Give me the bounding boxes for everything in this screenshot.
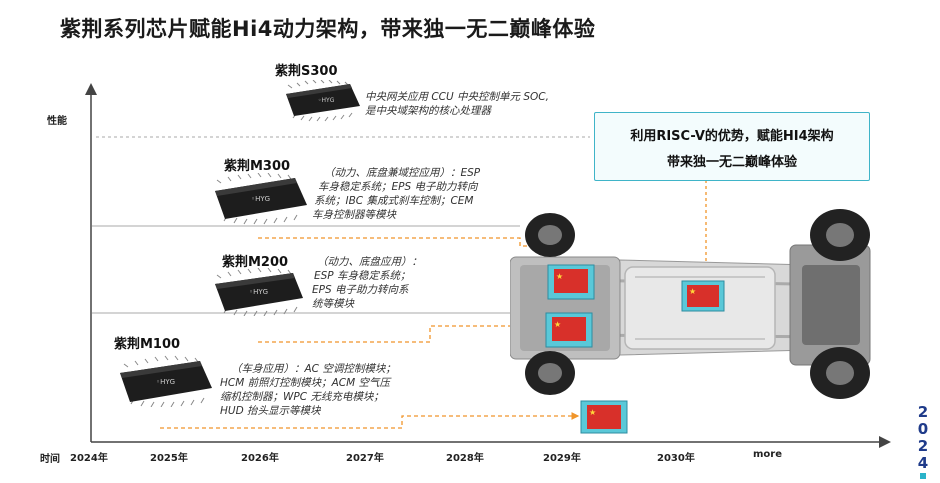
chip-name-m100: 紫荆M100 [114, 337, 181, 352]
callout-line-1: 利用RISC-V的优势，赋能HI4架构 [630, 129, 834, 144]
leader-m200 [258, 322, 550, 343]
chip-icon: ◦HYG [112, 355, 217, 407]
chip-icon: ◦HYG [205, 173, 315, 225]
car-chassis-illustration: ★ ★ ★ [509, 205, 910, 404]
chip-desc-m200-line: ESP 车身稳定系统； [314, 270, 411, 282]
logo-digit: 4 [917, 454, 929, 472]
chip-name-s300: 紫荆S300 [275, 64, 338, 79]
x-tick: more [753, 449, 783, 460]
chip-desc-m200-line: （动力、底盘应用）： [317, 256, 422, 268]
x-tick: 2030年 [657, 453, 695, 464]
svg-text:◦HYG: ◦HYG [251, 195, 270, 203]
year-logo: 2 0 2 4 [913, 404, 933, 472]
chip-desc-m200-line: EPS 电子助力转向系 [312, 284, 409, 296]
leader-m100 [160, 412, 580, 429]
svg-text:★: ★ [556, 272, 563, 281]
chip-overlay-icon: ★ [580, 400, 628, 438]
callout-line-2: 带来独一无二巅峰体验 [666, 155, 797, 170]
chip-desc-m300-line: 车身控制器等模块 [312, 209, 396, 221]
chip-name-m300: 紫荆M300 [224, 159, 291, 174]
chip-desc-m300-line: 车身稳定系统；EPS 电子助力转向 [318, 181, 478, 193]
x-tick: 2029年 [543, 453, 581, 464]
x-tick: 2025年 [150, 453, 188, 464]
chip-desc-m100-line: HUD 抬头显示等模块 [220, 405, 321, 417]
chip-desc-m300-line: （动力、底盘兼域控应用）：ESP [324, 167, 481, 179]
chip-desc-m200-line: 统等模块 [312, 298, 354, 310]
logo-digit: 2 [917, 437, 929, 455]
logo-digit: 0 [917, 420, 929, 438]
chip-desc-s300-line: 是中央域架构的核心处理器 [365, 105, 491, 117]
callout-box: 利用RISC-V的优势，赋能HI4架构 带来独一无二巅峰体验 [594, 112, 870, 181]
chip-desc-m100-line: HCM 前照灯控制模块；ACM 空气压 [220, 377, 391, 389]
chip-desc-m100-line: 缩机控制器；WPC 无线充电模块； [220, 391, 384, 403]
svg-text:◦HYG: ◦HYG [249, 288, 268, 296]
x-tick: 2028年 [446, 453, 484, 464]
page-title: 紫荆系列芯片赋能Hi4动力架构，带来独一无二巅峰体验 [60, 17, 596, 41]
logo-accent-bar [920, 473, 926, 479]
leader-m300 [258, 237, 548, 250]
x-tick: 2024年 [70, 453, 108, 464]
svg-text:★: ★ [554, 320, 561, 329]
chip-desc-m100-line: （车身应用）：AC 空调控制模块； [231, 363, 396, 375]
svg-text:◦HYG: ◦HYG [156, 378, 175, 386]
svg-text:◦HYG: ◦HYG [318, 97, 335, 104]
logo-digit: 2 [917, 403, 929, 421]
chip-desc-m300-line: 系统；IBC 集成式刹车控制；CEM [314, 195, 474, 207]
chip-icon: ◦HYG [205, 268, 310, 316]
x-tick: 2026年 [241, 453, 279, 464]
x-tick: 2027年 [346, 453, 384, 464]
svg-text:★: ★ [689, 287, 696, 296]
chip-name-m200: 紫荆M200 [222, 255, 289, 270]
chip-desc-s300-line: 中央网关应用 CCU 中央控制单元 SOC, [365, 91, 549, 103]
svg-text:★: ★ [589, 408, 596, 417]
y-axis-label: 性能 [47, 116, 67, 127]
chip-icon: ◦HYG [278, 80, 366, 122]
x-axis-label: 时间 [40, 454, 60, 465]
